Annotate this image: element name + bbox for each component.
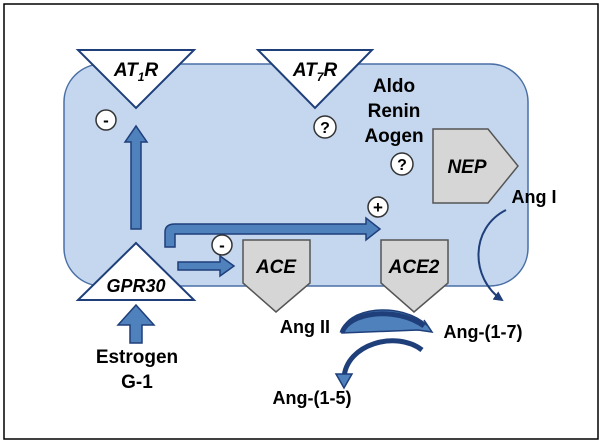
at7r-tail: R: [323, 60, 337, 81]
ang1-to-ang17-arrow: [477, 209, 507, 302]
ang2-label: Ang II: [280, 317, 330, 337]
ang2-to-ang15-arrow-body: [341, 338, 424, 379]
nep-label: NEP: [447, 157, 486, 178]
svg-text:+: +: [373, 198, 383, 217]
at1r-receptor: AT1R: [75, 49, 197, 110]
renin-label: Renin: [368, 101, 421, 122]
aogen-question-badge: ?: [390, 152, 414, 176]
at7r-question-badge: ?: [313, 115, 337, 139]
svg-text:-: -: [219, 236, 225, 255]
ace-label: ACE: [255, 257, 297, 278]
ace2-plus-badge: +: [367, 196, 389, 218]
gpr30-to-ace-arrow: [177, 254, 236, 278]
at1r-tail: R: [144, 60, 158, 81]
at7r-sub: 7: [317, 70, 325, 84]
gpr30-receptor: GPR30: [75, 241, 197, 301]
at7r-label: AT: [292, 60, 318, 81]
gpr30-label: GPR30: [106, 276, 165, 296]
ace-minus-badge: -: [211, 234, 233, 256]
gpr30-to-at1r-arrow: [123, 124, 149, 230]
aogen-label: Aogen: [364, 126, 423, 147]
svg-text:-: -: [103, 111, 109, 130]
ang2-arrow-body: [339, 311, 426, 335]
ace2-label: ACE2: [388, 257, 440, 278]
g1-label: G-1: [121, 372, 153, 393]
at7r-receptor: AT7R: [255, 49, 375, 110]
nep-enzyme: NEP: [432, 128, 519, 204]
at1r-sub: 1: [138, 70, 145, 84]
gpr30-to-ace2-arrow: [164, 216, 382, 248]
ang1-label: Ang I: [512, 187, 557, 207]
svg-text:?: ?: [397, 157, 407, 174]
estrogen-label: Estrogen: [96, 347, 178, 368]
ang17-label: Ang-(1-7): [444, 322, 523, 342]
at1r-minus-badge: -: [95, 109, 117, 131]
svg-text:AT7R: AT7R: [292, 60, 338, 84]
ang2-to-ang15-arrowhead: [334, 373, 354, 390]
svg-text:?: ?: [320, 120, 330, 137]
ang15-label: Ang-(1-5): [273, 388, 352, 408]
estrogen-arrow: [116, 303, 156, 344]
ace-enzyme: ACE: [242, 239, 311, 313]
svg-text:AT1R: AT1R: [113, 60, 159, 84]
ace2-enzyme: ACE2: [380, 239, 449, 313]
at1r-label: AT: [113, 60, 139, 81]
aldo-label: Aldo: [373, 76, 415, 97]
